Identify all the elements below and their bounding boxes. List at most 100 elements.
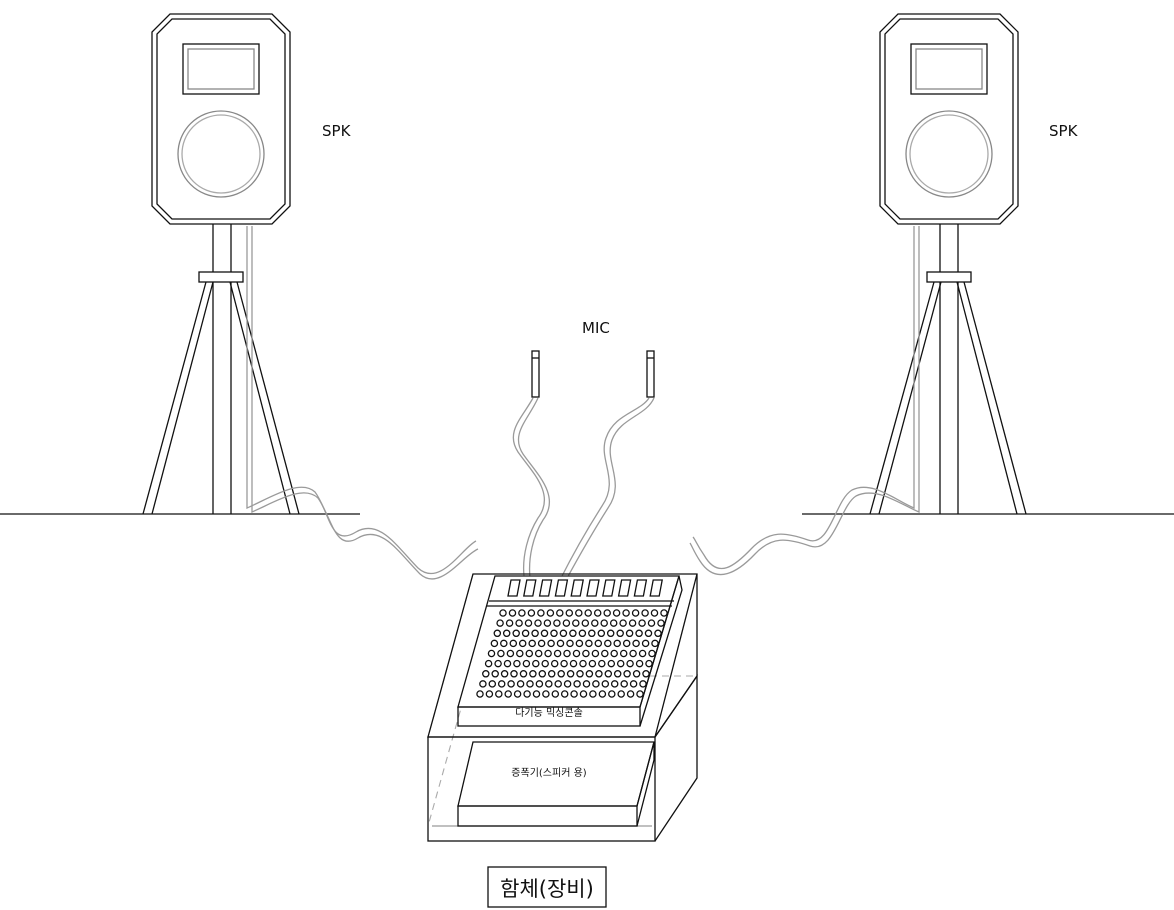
mixer-knob — [563, 680, 572, 688]
mixer-knob — [629, 649, 637, 658]
mixer-knob — [569, 629, 577, 638]
fader-slot — [633, 579, 648, 597]
mixer-knob — [553, 619, 561, 627]
mixer-knob — [612, 609, 621, 617]
mixer-knob — [610, 649, 618, 658]
mixer-knob — [546, 609, 555, 617]
mixer-knob — [493, 629, 502, 638]
speaker-left-label: SPK — [322, 122, 352, 140]
speaker-right — [879, 13, 1019, 225]
mixer-knob — [651, 639, 659, 648]
fader-slot — [523, 579, 537, 597]
mixer-knob — [635, 659, 644, 668]
mixer-knob — [572, 619, 580, 627]
mixer-knob — [581, 619, 590, 627]
mixer-knob — [560, 659, 568, 668]
mixer-knob — [557, 670, 565, 678]
mixer-knob — [566, 639, 574, 648]
mixer-knob — [579, 690, 588, 698]
mixer-knob — [535, 680, 544, 688]
mixer-knob — [609, 619, 618, 627]
mixer-knob — [622, 639, 631, 648]
mixer-knob — [600, 619, 608, 627]
mixer-knob — [487, 649, 496, 658]
mixer-knob — [638, 649, 647, 658]
mixer-knob — [497, 649, 505, 658]
mixer-knob — [545, 680, 553, 688]
mixer-knob — [499, 609, 507, 617]
mixer-knob — [544, 649, 552, 658]
speaker-left — [151, 13, 291, 225]
mixer-knob — [597, 629, 606, 638]
mixer-knob — [613, 670, 622, 678]
mixer-knob — [647, 619, 656, 627]
mixer-knob — [657, 619, 665, 627]
mixer-knob — [582, 680, 591, 688]
mixer-knob — [496, 619, 504, 627]
mixer-knob — [591, 619, 599, 627]
mixer-knob — [617, 690, 625, 698]
mixer-knob — [537, 609, 545, 617]
mixer-knob — [547, 639, 555, 648]
mixer-knob — [515, 619, 523, 627]
mixer-knob — [622, 609, 630, 617]
mixer-knob — [556, 639, 565, 648]
fader-slots — [507, 579, 663, 597]
mixer-knob — [556, 609, 564, 617]
mixer-knob — [500, 670, 509, 678]
mixer-knob — [636, 690, 644, 698]
mixer-knob — [504, 690, 512, 698]
mixer-knob — [642, 670, 650, 678]
enclosure-caption-box — [487, 866, 607, 908]
mixer-knob — [540, 629, 549, 638]
mixer-knob — [566, 670, 575, 678]
mixer-knob — [591, 649, 600, 658]
mixer-knob — [494, 659, 502, 668]
mixer-knob — [635, 629, 643, 638]
mixer-knob — [623, 670, 631, 678]
mixer-knob — [526, 680, 534, 688]
mixer-knob — [484, 659, 493, 668]
mixer-knob — [628, 619, 637, 627]
mixer-knob — [585, 670, 594, 678]
mixer-knob — [654, 629, 662, 638]
mixer-knob — [562, 619, 571, 627]
mixer-knob — [509, 639, 518, 648]
mixer-knob — [522, 659, 531, 668]
mixer-knob — [639, 680, 647, 688]
mixer-knob — [572, 649, 581, 658]
mixer-knob — [516, 680, 525, 688]
fader-slot — [538, 579, 553, 597]
mixer-knob — [490, 639, 499, 648]
mixer-knob — [534, 619, 542, 627]
mixer-knob — [644, 629, 653, 638]
mixer-knob — [595, 670, 603, 678]
mixer-knob — [553, 649, 562, 658]
mixer-knob — [543, 619, 552, 627]
mixer-knob — [495, 690, 503, 698]
mixer-knob — [641, 639, 650, 648]
mixer-knob — [513, 690, 522, 698]
mixer-knob — [626, 690, 635, 698]
mixer-knob — [598, 659, 606, 668]
mixer-knob — [575, 639, 584, 648]
microphone-left — [531, 350, 540, 398]
mixer-knob — [485, 690, 494, 698]
mixer-knob — [589, 690, 597, 698]
mixer-knob — [645, 659, 653, 668]
mixer-knob — [613, 639, 621, 648]
mixer-knob — [650, 609, 659, 617]
microphones-label: MIC — [582, 319, 610, 337]
mixer-knob — [632, 670, 641, 678]
fader-slot — [617, 579, 632, 597]
mixer-knob — [542, 690, 550, 698]
fader-slot — [570, 579, 584, 597]
mixer-knob — [579, 659, 587, 668]
fader-slot — [649, 579, 663, 597]
mixer-knob — [510, 670, 518, 678]
mixer-knob — [525, 649, 534, 658]
mixer-knob — [538, 670, 547, 678]
mixer-knob — [569, 659, 578, 668]
mixer-knob — [601, 649, 609, 658]
mixer-knob — [528, 639, 536, 648]
